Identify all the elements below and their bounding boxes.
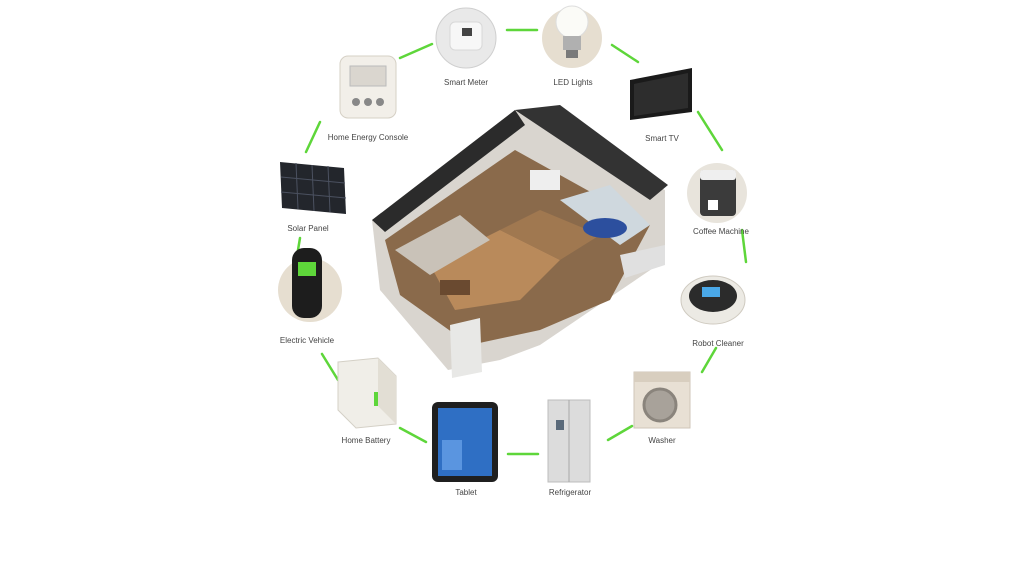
battery-icon bbox=[337, 357, 397, 429]
smart-home-house bbox=[372, 105, 668, 378]
connector-line bbox=[398, 42, 434, 60]
tablet-icon bbox=[432, 402, 498, 482]
smart-meter-icon bbox=[435, 7, 497, 69]
device-label-smart-meter: Smart Meter bbox=[443, 78, 489, 87]
connector-line bbox=[740, 228, 748, 264]
connector-line bbox=[700, 346, 718, 374]
solar-panel-icon bbox=[280, 162, 347, 214]
robot-vacuum-icon bbox=[680, 275, 746, 325]
device-label-solar-panel: Solar Panel bbox=[287, 224, 329, 233]
washing-machine-icon bbox=[633, 371, 691, 429]
connector-line bbox=[398, 426, 428, 444]
connector-line bbox=[304, 120, 322, 154]
tv-icon bbox=[630, 68, 692, 120]
energy-console-icon bbox=[339, 55, 397, 119]
device-label-robot-cleaner: Robot Cleaner bbox=[692, 339, 744, 348]
light-bulb-icon bbox=[542, 5, 602, 68]
ev-charger-icon bbox=[278, 248, 342, 322]
coffee-machine-icon bbox=[687, 163, 747, 223]
device-label-home-battery: Home Battery bbox=[341, 436, 391, 445]
device-label-washer: Washer bbox=[648, 436, 676, 445]
connector-line bbox=[610, 43, 640, 64]
device-label-coffee-machine: Coffee Machine bbox=[693, 227, 749, 236]
device-label-led-lights: LED Lights bbox=[553, 78, 593, 87]
device-label-refrigerator: Refrigerator bbox=[548, 488, 592, 497]
device-label-tablet: Tablet bbox=[455, 488, 477, 497]
connector-line bbox=[320, 352, 340, 382]
connector-line bbox=[606, 424, 634, 442]
device-label-home-energy-console: Home Energy Console bbox=[327, 133, 409, 142]
connector-lines bbox=[294, 28, 748, 456]
device-label-smart-tv: Smart TV bbox=[645, 134, 679, 143]
refrigerator-icon bbox=[547, 399, 591, 483]
device-label-electric-vehicle: Electric Vehicle bbox=[279, 336, 335, 345]
connector-line bbox=[696, 110, 724, 152]
